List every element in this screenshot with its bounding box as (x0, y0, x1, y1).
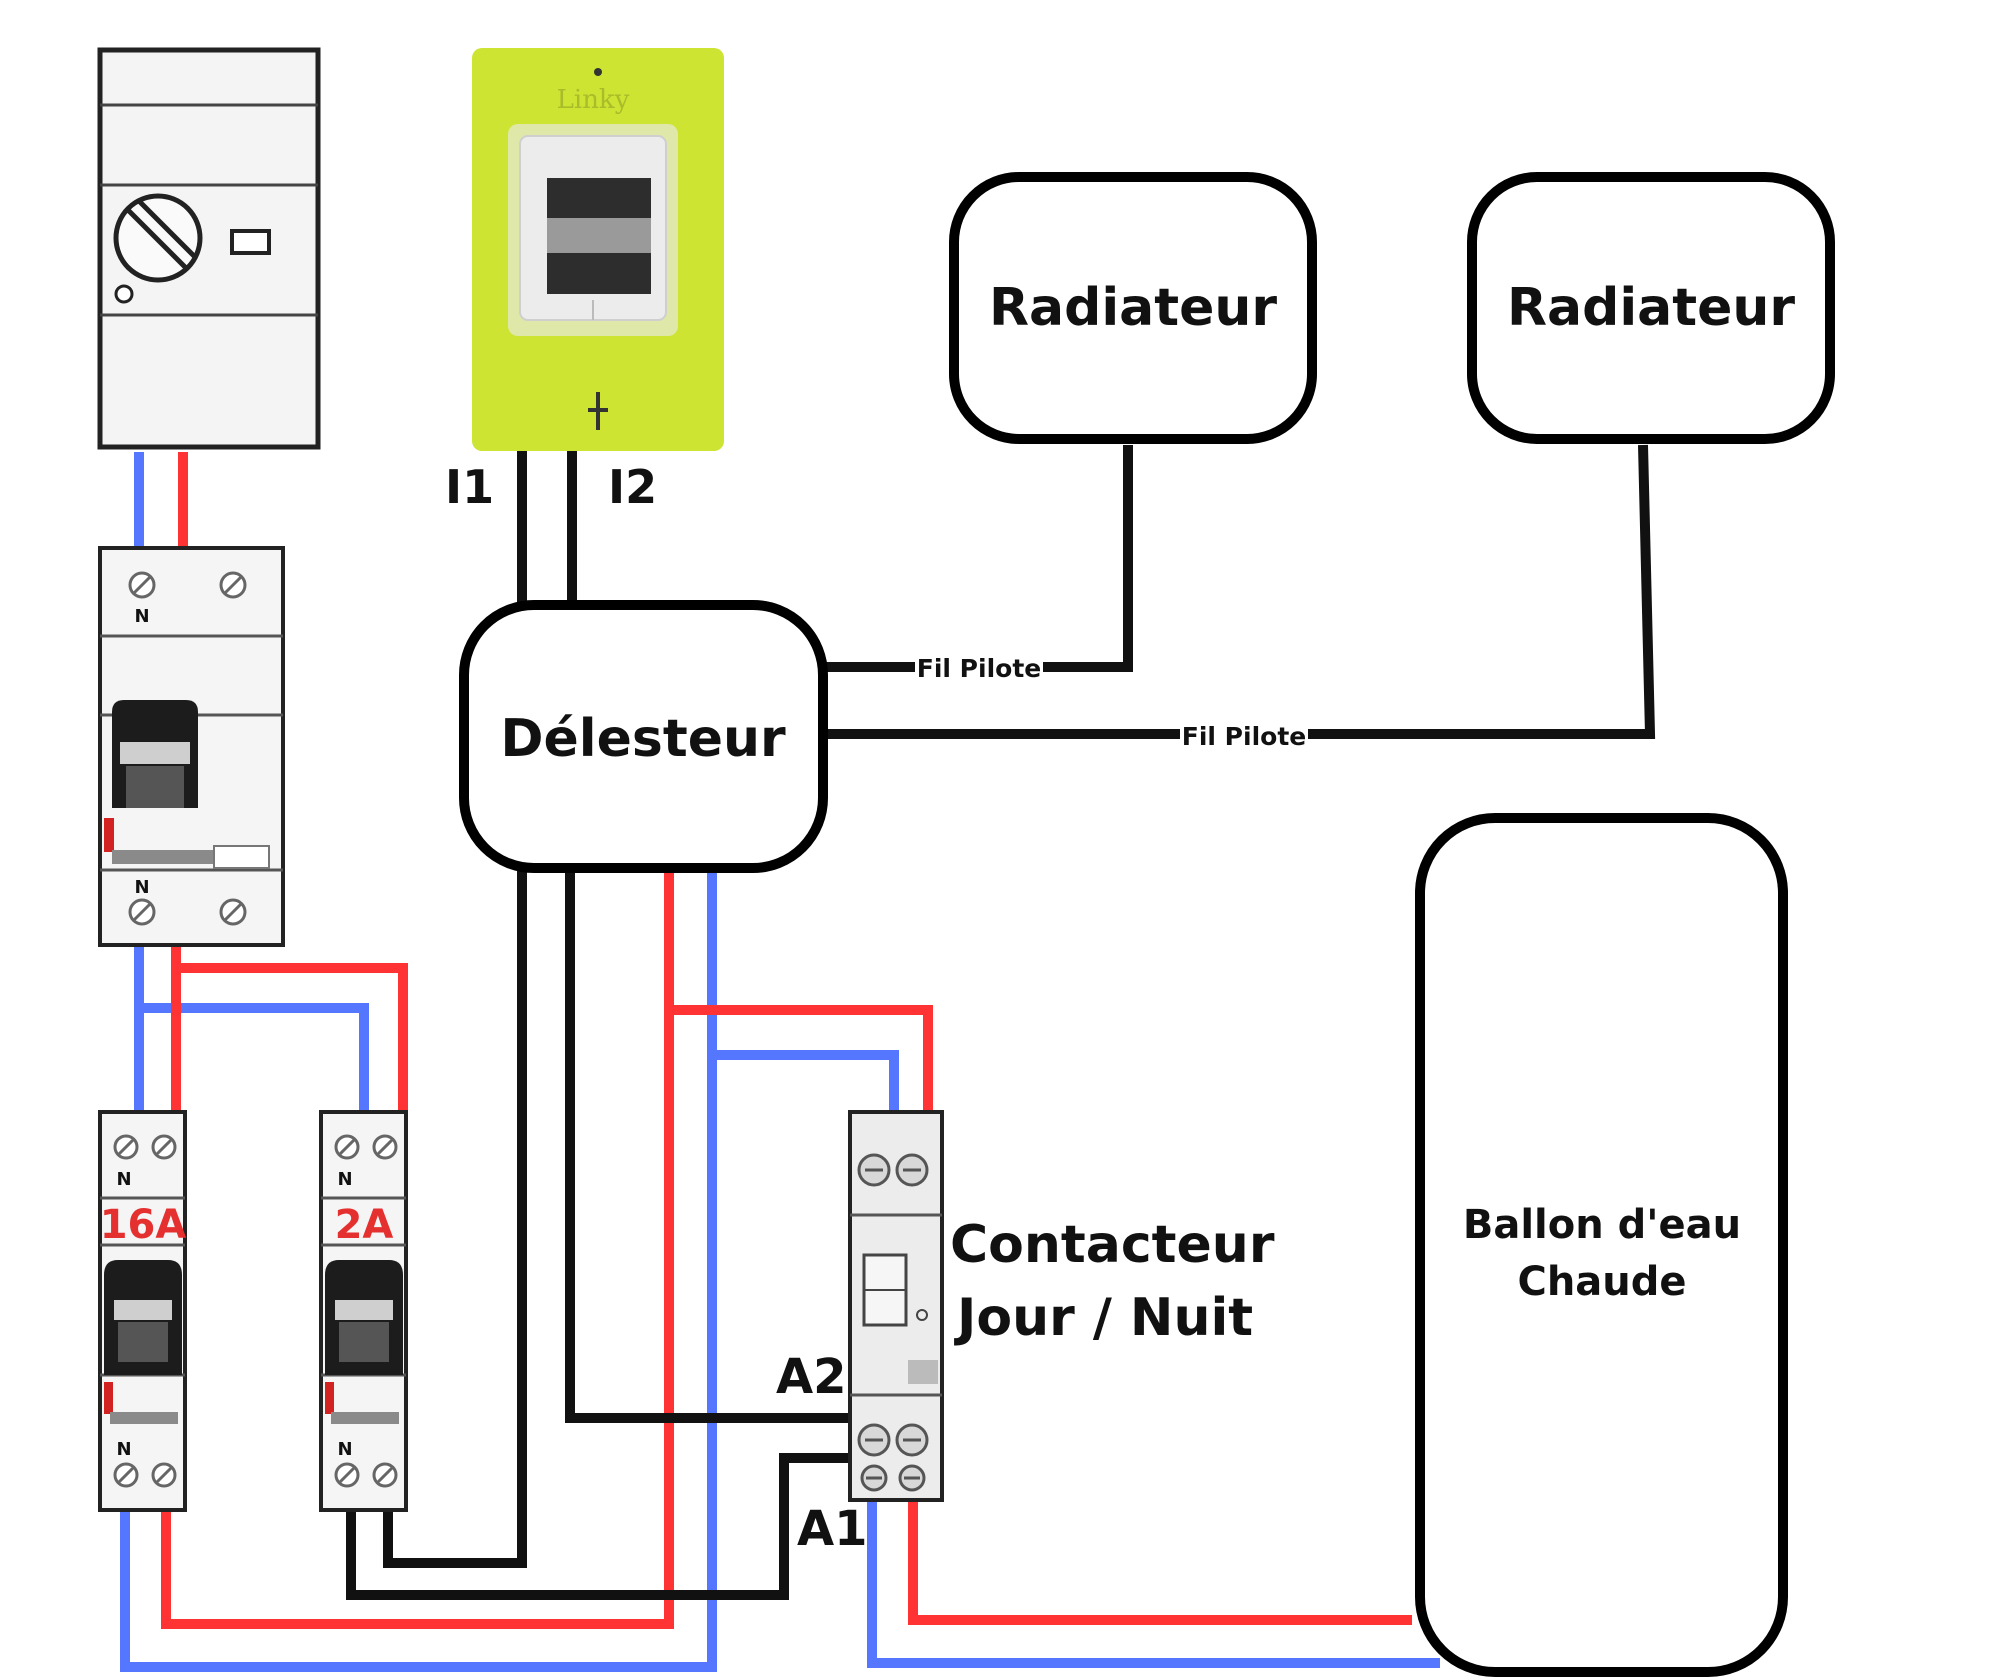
status-window (230, 229, 271, 255)
ballon-label-line1: Ballon d'eau (1463, 1202, 1741, 1248)
breaker-16a-n-bottom: N (116, 1439, 131, 1460)
breaker-lever-icon (325, 1260, 403, 1375)
wire-delesteur-to-a2 (565, 868, 848, 1423)
ballon-eau-chaude-box (1415, 813, 1788, 1677)
contacteur-label-line1: Contacteur (950, 1215, 1275, 1275)
contacteur-label-line2: Jour / Nuit (954, 1288, 1253, 1348)
fil-pilote-label-1: Fil Pilote (917, 654, 1041, 683)
radiateur-label-1: Radiateur (989, 278, 1277, 338)
phase-wire-main-to-2a (176, 963, 408, 1112)
breaker-16a-rating: 16A (100, 1202, 187, 1248)
main-breaker-n-top: N (134, 606, 149, 627)
neutral-wire-16a-to-bottom (120, 873, 717, 1672)
screw-terminal-icon (857, 1153, 929, 1492)
main-switch-panel (97, 47, 321, 450)
wire-fil-pilote-1 (821, 445, 1133, 672)
rotary-knob-icon (113, 193, 203, 304)
delesteur-box (459, 600, 828, 873)
neutral-wire-main-to-2a (139, 1003, 369, 1112)
delesteur-label: Délesteur (500, 709, 786, 769)
main-breaker-n-bottom: N (134, 877, 149, 898)
breaker-2a-n-bottom: N (337, 1439, 352, 1460)
linky-meter: Linky (472, 48, 724, 451)
phase-wire-contacteur-to-ballon (908, 1500, 1412, 1625)
plug-icon (588, 392, 608, 430)
screw-terminal-icon (113, 1134, 177, 1488)
linky-logo: Linky (557, 85, 630, 115)
screw-terminal-icon (334, 1134, 398, 1488)
neutral-wire-contacteur-to-ballon (867, 1500, 1440, 1668)
phase-wire-to-contacteur (669, 1005, 933, 1112)
breaker-2a-n-top: N (337, 1169, 352, 1190)
breaker-lever-icon (112, 700, 198, 808)
fil-pilote-label-2: Fil Pilote (1182, 722, 1306, 751)
neutral-wires (120, 452, 1440, 1672)
breaker-16a: N N (98, 1110, 187, 1512)
neutral-wire-to-contacteur (712, 1050, 899, 1112)
breaker-16a-n-top: N (116, 1169, 131, 1190)
signal-wires (346, 444, 1656, 1600)
a2-label: A2 (776, 1349, 847, 1405)
differential-breaker: N N (98, 546, 285, 947)
breaker-lever-icon (104, 1260, 182, 1375)
breaker-2a-rating: 2A (335, 1202, 394, 1248)
ballon-label-line2: Chaude (1517, 1259, 1686, 1305)
radiateur-label-2: Radiateur (1507, 278, 1795, 338)
phase-wire-16a-to-bottom (161, 873, 674, 1629)
i2-label: I2 (608, 460, 657, 514)
wire-2a-to-delesteur (383, 868, 527, 1568)
wire-fil-pilote-2 (821, 444, 1656, 739)
screw-terminal-icon (128, 571, 247, 926)
phase-wires (161, 452, 1412, 1629)
breaker-2a: N N (319, 1110, 408, 1512)
a1-label: A1 (797, 1501, 868, 1557)
radiateur-box-1 (949, 172, 1317, 444)
i1-label: I1 (445, 460, 494, 514)
contacteur-device (848, 1110, 944, 1502)
wire-2a-to-a1 (346, 1453, 848, 1600)
radiateur-box-2 (1467, 172, 1835, 444)
